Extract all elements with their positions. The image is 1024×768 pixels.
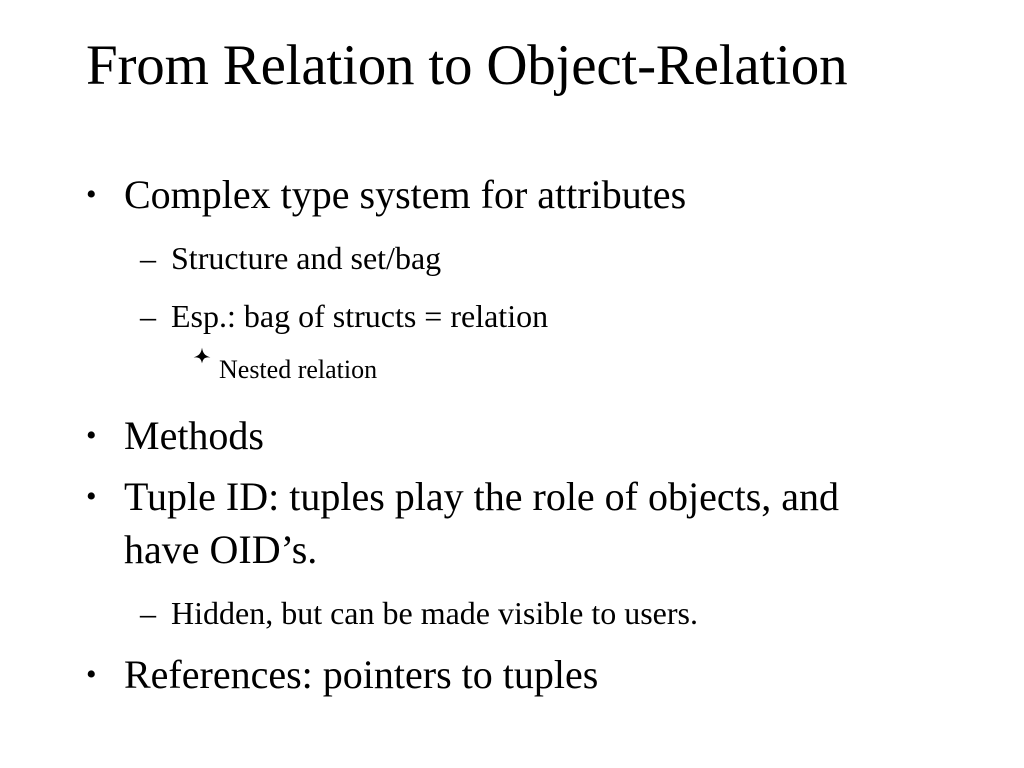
bullet-item-level2: – Structure and set/bag [0, 229, 1024, 287]
bullet-text: Complex type system for attributes [124, 172, 687, 217]
dart-star-bullet-icon [193, 345, 219, 365]
slide-title: From Relation to Object-Relation [86, 34, 848, 97]
bullet-item-level1: • Methods [0, 409, 1024, 462]
bullet-item-level1: • Tuple ID: tuples play the role of obje… [0, 470, 1024, 576]
bullet-item-level1: • References: pointers to tuples [0, 648, 1024, 701]
bullet-item-level3: Nested relation [0, 345, 1024, 395]
bullet-dot-icon: • [86, 658, 97, 691]
slide-body: • Complex type system for attributes – S… [0, 168, 1024, 703]
bullet-dot-icon: • [86, 419, 97, 452]
bullet-text: Structure and set/bag [171, 240, 442, 276]
bullet-dash-icon: – [140, 240, 156, 276]
bullet-dot-icon: • [86, 480, 97, 513]
bullet-text: Tuple ID: tuples play the role of object… [124, 474, 840, 572]
bullet-dash-icon: – [140, 298, 156, 334]
bullet-dash-icon: – [140, 595, 156, 631]
bullet-text: Hidden, but can be made visible to users… [171, 595, 698, 631]
spacer [0, 395, 1024, 409]
bullet-text: References: pointers to tuples [124, 652, 599, 697]
bullet-item-level1: • Complex type system for attributes [0, 168, 1024, 221]
bullet-text: Nested relation [219, 355, 378, 384]
bullet-text: Esp.: bag of structs = relation [171, 298, 549, 334]
bullet-text: Methods [124, 413, 264, 458]
bullet-item-level2: – Hidden, but can be made visible to use… [0, 584, 1024, 642]
bullet-dot-icon: • [86, 178, 97, 211]
bullet-item-level2: – Esp.: bag of structs = relation [0, 287, 1024, 345]
